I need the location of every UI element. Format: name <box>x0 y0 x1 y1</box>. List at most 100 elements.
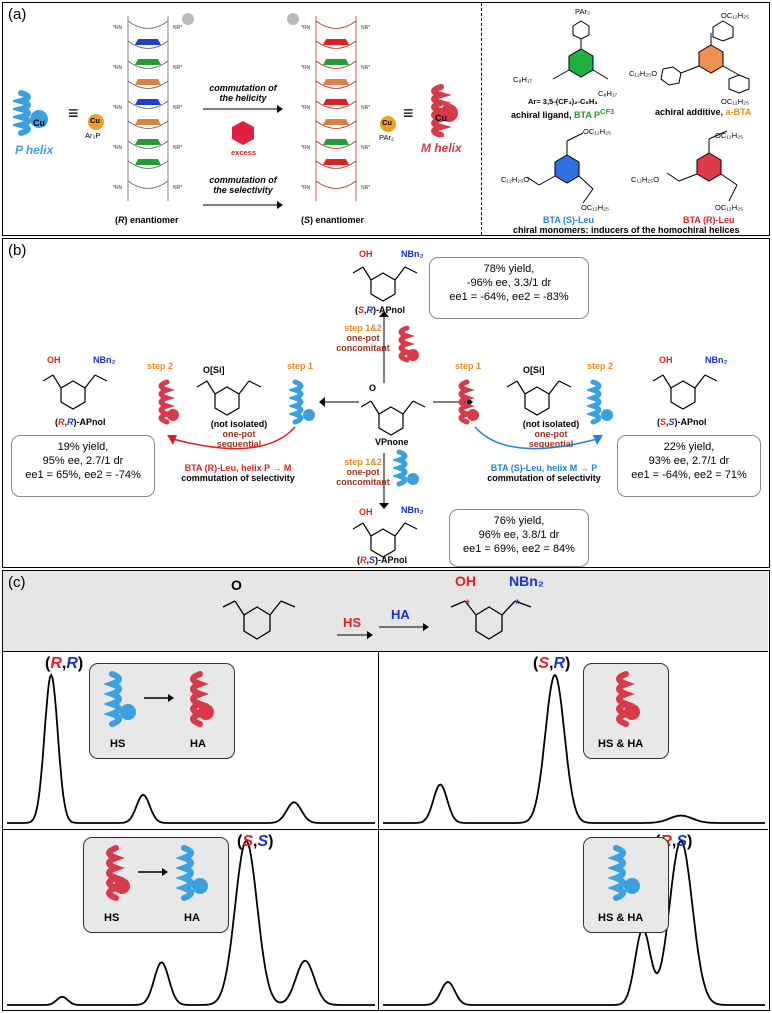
c-nbn2: NBn₂ <box>509 573 544 589</box>
svg-text:NR*: NR* <box>361 105 370 111</box>
panel-c-label: (c) <box>8 574 26 591</box>
arrow-down <box>379 453 389 509</box>
top-result-bubble: 78% yield, -96% ee, 3.3/1 dr ee1 = -64%,… <box>429 257 589 319</box>
svg-text:*RN: *RN <box>301 65 311 71</box>
right-red-helix-icon <box>458 379 479 425</box>
helicity-label: commutation of the helicity <box>209 83 277 103</box>
s-leu-oc12h25-bottom: OC₁₂H₂₅ <box>581 203 610 212</box>
chromatogram-rs <box>383 839 765 1006</box>
cu-center-left <box>88 114 104 130</box>
excess-hexagon-icon <box>232 121 254 145</box>
inset-ss: HS HA <box>83 837 229 933</box>
bta-r-leu-structure <box>666 130 738 202</box>
svg-text:NR*: NR* <box>173 185 182 191</box>
right-product-structure <box>652 374 718 410</box>
inset-ss-hs: HS <box>104 912 120 924</box>
left-commutation: BTA (R)-Leu, helix P → M commutation of … <box>181 463 295 483</box>
dashed-divider <box>481 3 482 235</box>
m-helix-cu: Cu <box>435 113 447 123</box>
s-leu-c12h25o: C₁₂H₂₅O <box>501 175 530 184</box>
inset-ss-arrow <box>138 868 168 876</box>
bottom-product-name: (R,S)-APnol <box>357 555 408 565</box>
top-red-helix-icon <box>398 325 419 363</box>
inset-sr: HS & HA <box>583 663 669 759</box>
bottom-result-bubble: 76% yield, 96% ee, 3.8/1 dr ee1 = 69%, e… <box>449 509 589 567</box>
r-leu-oc12h25-bottom: OC₁₂H₂₅ <box>715 203 744 212</box>
c-star-red: * <box>465 597 470 611</box>
svg-text:*RN: *RN <box>301 185 311 191</box>
par2-top-label: PAr₂ <box>575 7 590 16</box>
right-product-name: (S,S)-APnol <box>657 417 707 427</box>
panel-c: (c) O HS HA OH * NBn₂ * (R,R) (S,R) (S,S… <box>2 570 770 1011</box>
c-ha-label: HA <box>391 607 410 622</box>
s-leu-oc12h25-top: OC₁₂H₂₅ <box>583 127 612 136</box>
chromatogram-rr <box>7 672 375 824</box>
inset-rs-both: HS & HA <box>598 912 644 924</box>
c-horizontal-divider <box>3 829 768 830</box>
tag-rr: (R,R) <box>45 655 84 672</box>
left-step1: step 1 <box>287 361 314 371</box>
s-enantiomer-label: (S) enantiomer <box>301 215 365 225</box>
helicity-arrow <box>203 105 283 113</box>
c-star-blue: * <box>515 597 520 611</box>
top-step-label: step 1&2 one-pot concomitant <box>336 323 390 353</box>
svg-text:NR*: NR* <box>361 185 370 191</box>
selectivity-arrow <box>203 201 283 209</box>
p-helix-label: P helix <box>15 143 54 157</box>
inset-sr-both: HS & HA <box>598 738 644 750</box>
right-intermediate-structure <box>506 380 572 416</box>
inset-rr-red-helix-icon <box>190 671 214 727</box>
c-hs-label: HS <box>343 615 362 630</box>
top-product-structure <box>352 266 418 302</box>
vpnone-name: VPnone <box>375 437 409 447</box>
chromatogram-sr <box>383 673 765 824</box>
svg-text:NR*: NR* <box>361 25 370 31</box>
bottom-oh: OH <box>359 507 373 517</box>
c-start-o: O <box>231 577 242 593</box>
svg-text:*RN: *RN <box>113 25 123 31</box>
right-step2: step 2 <box>587 361 614 371</box>
par2-label: PAr₂ <box>379 133 394 142</box>
p-helix-icon <box>13 90 48 136</box>
c-oh: OH <box>455 573 476 589</box>
p-helix-cu: Cu <box>33 118 45 128</box>
c8h17-right-label: C₈H₁₇ <box>598 89 618 98</box>
a-bta-structure <box>660 20 750 94</box>
svg-text:*RN: *RN <box>113 105 123 111</box>
a-bta-c12h25o: C₁₂H₂₅O <box>629 69 658 78</box>
right-oh: OH <box>659 355 673 365</box>
svg-text:NR*: NR* <box>173 65 182 71</box>
bottom-product-structure <box>352 522 418 558</box>
right-curved-arrow <box>474 426 603 450</box>
c-product-structure <box>450 600 532 640</box>
bottom-nbn2: NBn₂ <box>401 505 424 515</box>
r-leu-c12h25o: C₁₂H₂₅O <box>631 175 660 184</box>
panel-b: (b) OH NBn₂ (S,R)-APnol 78% yield, -96% … <box>2 238 770 568</box>
svg-text:NR*: NR* <box>173 25 182 31</box>
selectivity-label: commutation of the selectivity <box>209 175 277 195</box>
a-bta-oc12h25-bottom: OC₁₂H₂₅ <box>721 97 750 106</box>
svg-text:*RN: *RN <box>113 185 123 191</box>
vpnone-o: O <box>369 383 377 393</box>
svg-text:*RN: *RN <box>113 145 123 151</box>
top-product-name: (S,R)-APnol <box>355 305 406 315</box>
left-sequence-label: (not isolated) one-pot sequential <box>210 419 268 449</box>
chromatogram-trace-line <box>7 672 375 824</box>
arrow-up <box>379 311 389 383</box>
svg-text:NR*: NR* <box>361 65 370 71</box>
panel-b-label: (b) <box>8 242 27 259</box>
achiral-additive-label: achiral additive, a-BTA <box>655 107 752 117</box>
inset-rr-arrow <box>144 694 174 702</box>
bta-r-leu-label: BTA (R)-Leu <box>683 215 735 225</box>
bta-s-leu-structure <box>526 132 594 204</box>
c8h17-left-label: C₈H₁₇ <box>513 75 533 84</box>
chromatogram-trace-line <box>383 839 765 1006</box>
top-oh: OH <box>359 249 373 259</box>
left-product-name: (R,R)-APnol <box>55 417 106 427</box>
inset-sr-red-helix-icon <box>616 671 640 727</box>
svg-text:*RN: *RN <box>113 65 123 71</box>
inset-rr: HS HA <box>89 663 235 759</box>
inset-rr-ha: HA <box>190 738 206 750</box>
right-osi: O[Si] <box>523 365 545 375</box>
